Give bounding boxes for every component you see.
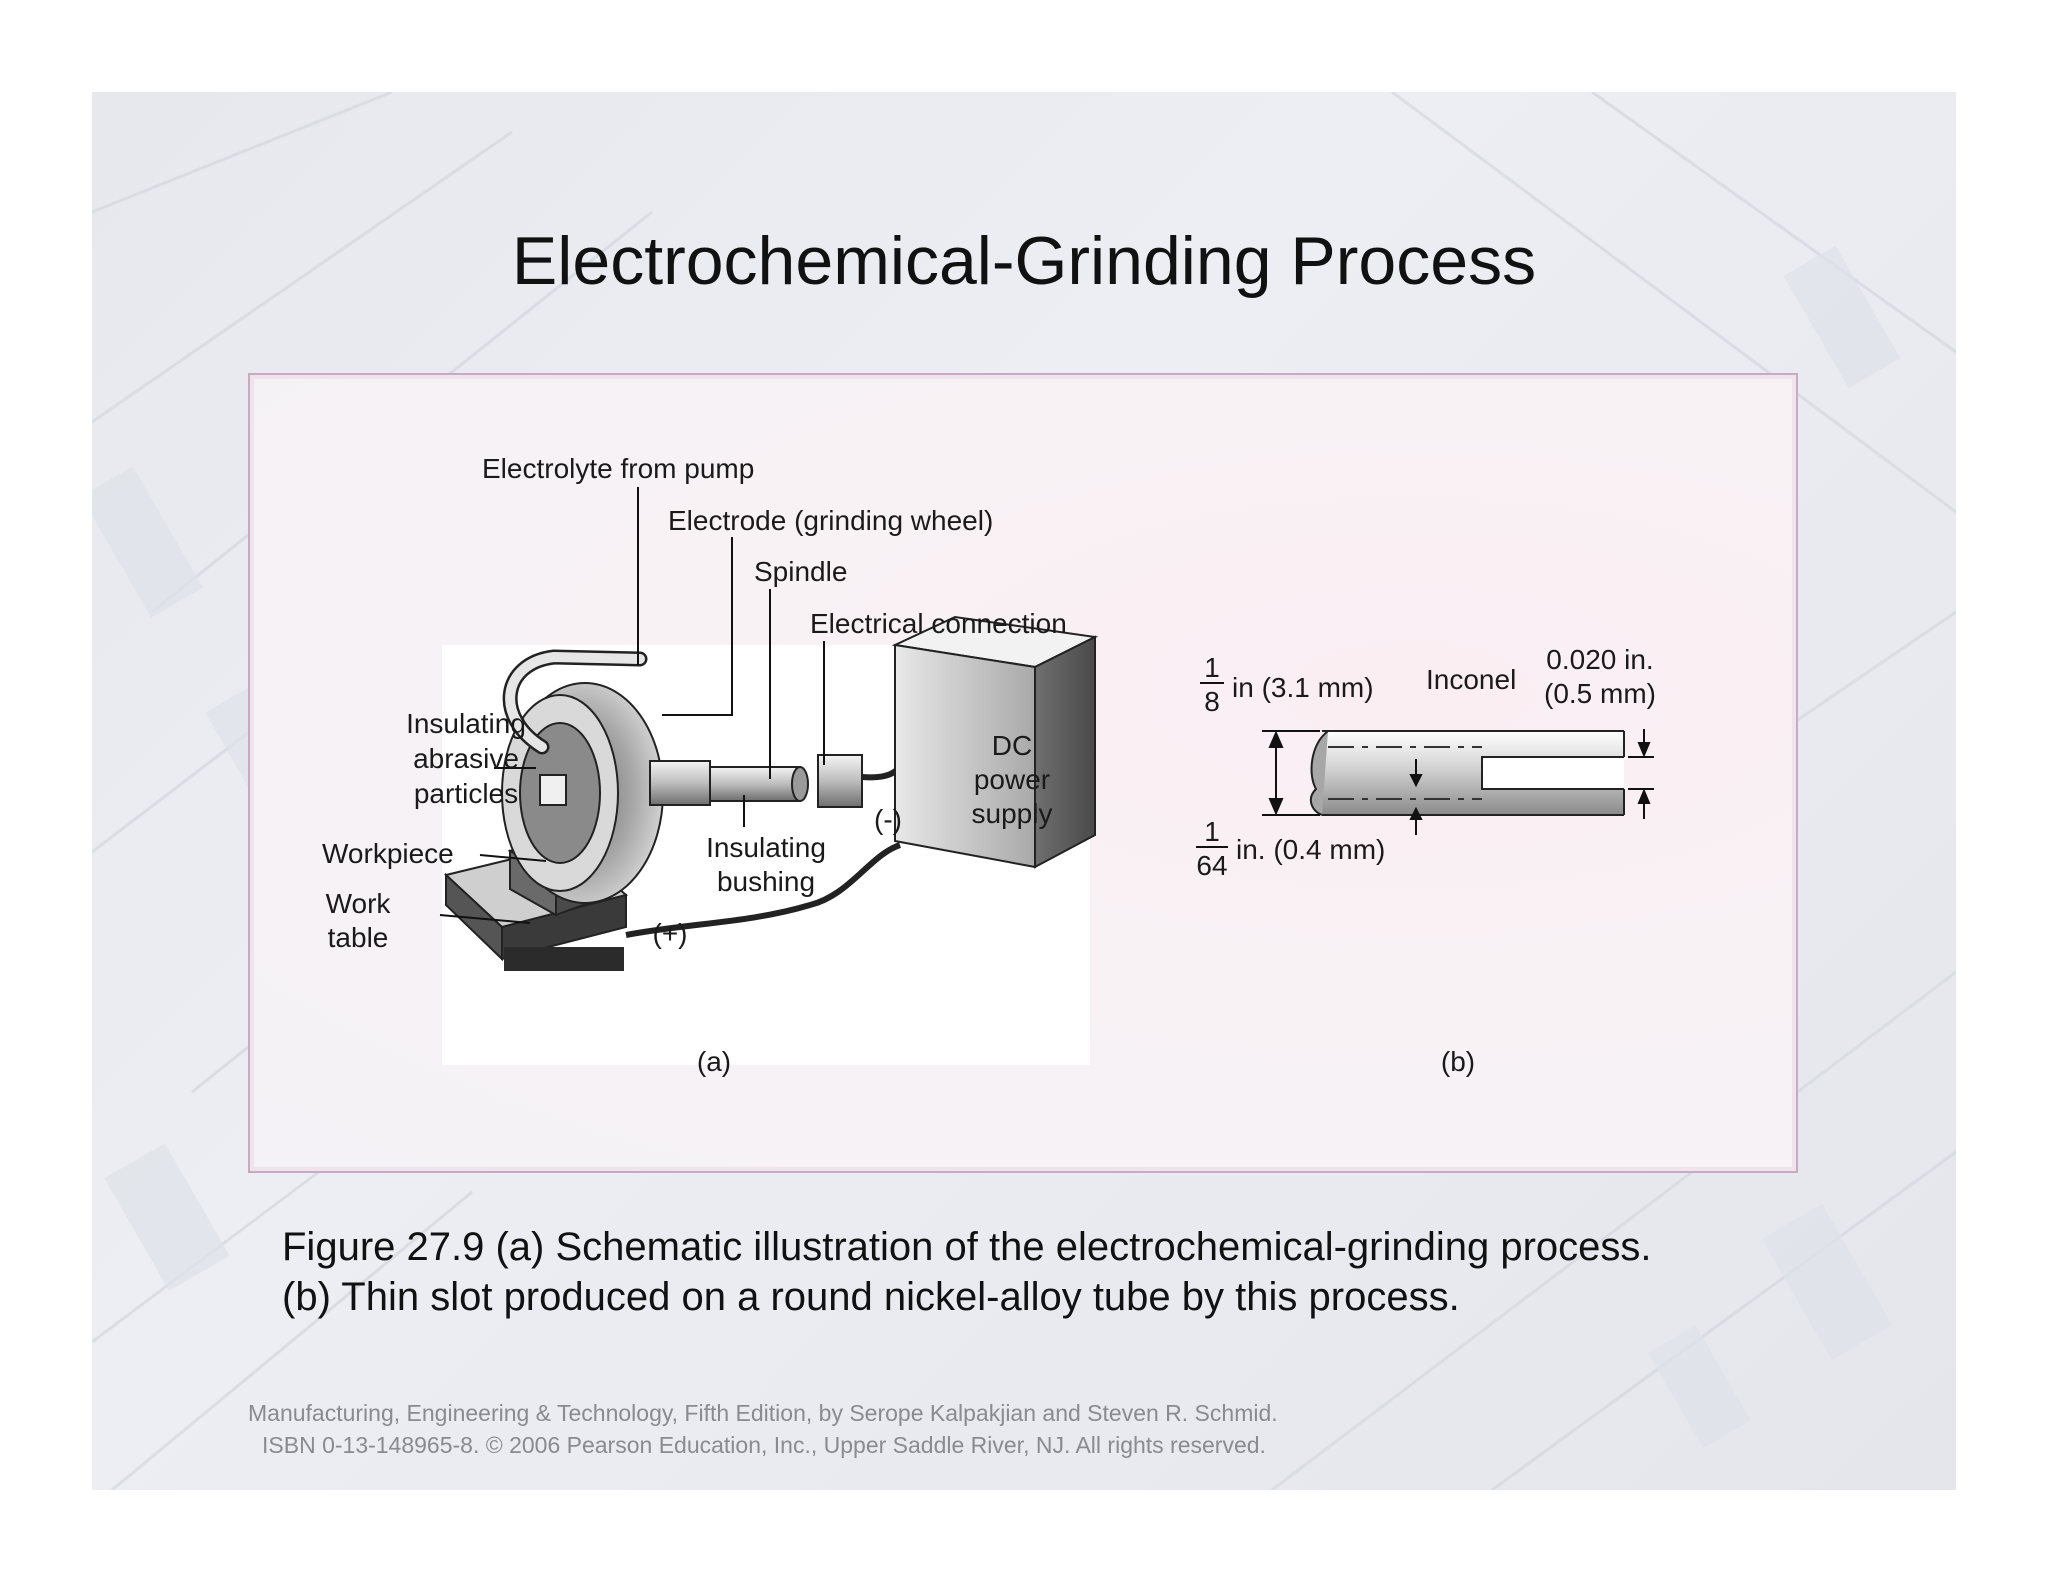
credit-line-1: Manufacturing, Engineering & Technology,… [248,1400,1278,1426]
caption-line-1: Figure 27.9 (a) Schematic illustration o… [282,1225,1652,1269]
leader-lines-a [439,487,825,924]
figure-a-label: (a) [697,1046,731,1077]
electrode-label: Electrode (grinding wheel) [668,505,993,536]
insulating-bushing-label-2: bushing [717,866,815,897]
slot-width-mm-label: (0.5 mm) [1544,678,1656,709]
insulating-bushing-label-1: Insulating [706,832,826,863]
dc-label: DC [992,730,1032,761]
fraction-1-8-denominator: 8 [1204,686,1220,717]
figure-diagram: Electrolyte from pump Electrode (grindin… [322,453,1656,1077]
figure-panel: Electrolyte from pump Electrode (grindin… [248,373,1798,1173]
inconel-tube [1309,730,1625,816]
caption-line-2: (b) Thin slot produced on a round nickel… [282,1275,1460,1319]
dimension-lines-b [1262,729,1654,835]
grinding-wheel [501,682,664,904]
fraction-1-64-denominator: 64 [1196,850,1227,881]
tube-diameter-label: in (3.1 mm) [1232,672,1374,703]
electrical-connection-label: Electrical connection [810,608,1067,639]
workpiece-label: Workpiece [322,838,454,869]
slide-title: Electrochemical-Grinding Process [511,223,1537,299]
electrolyte-label: Electrolyte from pump [482,453,754,484]
positive-wire [625,842,902,938]
insulating-particles-label-1: Insulating [406,708,526,739]
inconel-label: Inconel [1426,664,1516,695]
negative-terminal-label: (-) [874,804,902,835]
slot-width-in-label: 0.020 in. [1546,644,1653,675]
wall-thickness-label: in. (0.4 mm) [1236,834,1385,865]
insulating-particles-label-3: particles [414,778,518,809]
fraction-1-64-numerator: 1 [1204,816,1220,847]
work-table-label-1: Work [326,888,392,919]
spindle-assembly [649,754,863,808]
supply-label: supply [972,798,1053,829]
power-label: power [974,764,1050,795]
slide: Electrochemical-Grinding Process [92,92,1956,1490]
fraction-1-8-numerator: 1 [1204,652,1220,683]
credits: Manufacturing, Engineering & Technology,… [248,1397,1548,1461]
work-table-label-2: table [328,922,389,953]
spindle-label: Spindle [754,556,847,587]
figure-b-label: (b) [1441,1046,1475,1077]
dc-power-supply [891,615,1099,869]
figure-caption: Figure 27.9 (a) Schematic illustration o… [282,1222,1882,1322]
insulating-particles-label-2: abrasive [413,743,519,774]
positive-terminal-label: (+) [653,918,688,949]
credit-line-2: ISBN 0-13-148965-8. © 2006 Pearson Educa… [262,1432,1266,1458]
